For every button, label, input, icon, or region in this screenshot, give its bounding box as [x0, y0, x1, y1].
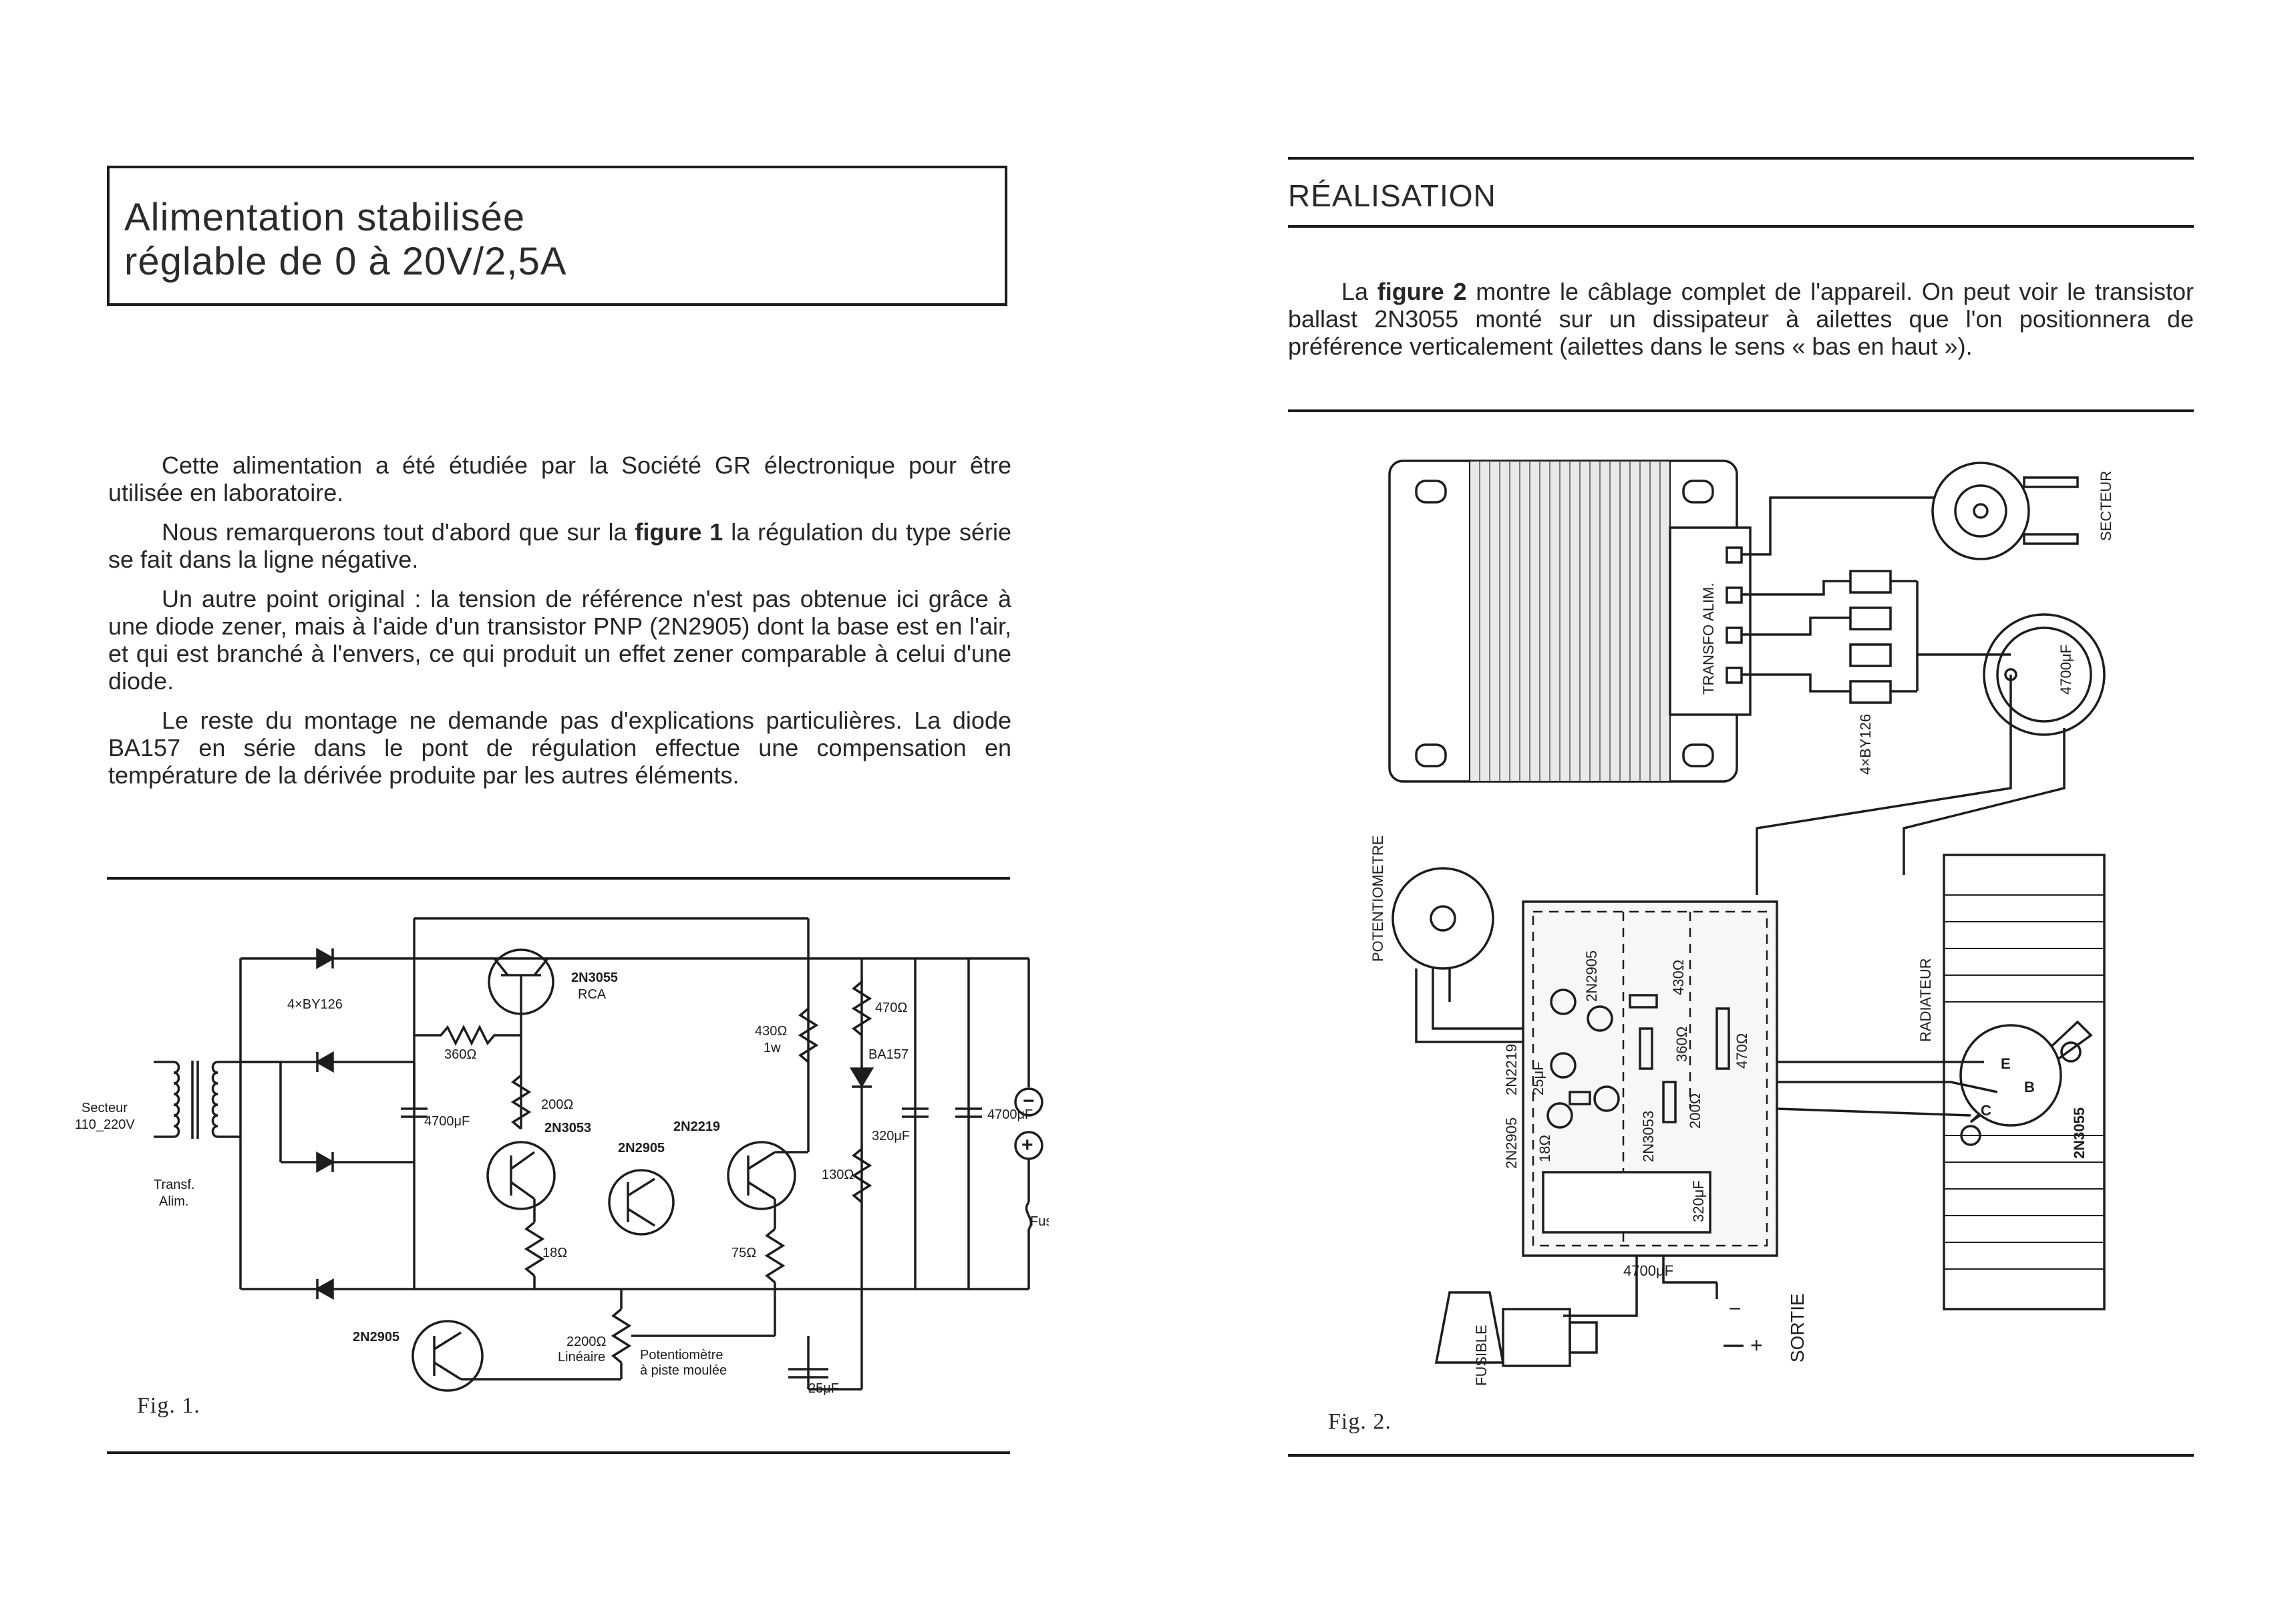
section-heading: RÉALISATION	[1288, 178, 1496, 213]
circuit-schematic: 4×BY126 Secteur 110_220V Transf. Alim. 2…	[75, 917, 1049, 1396]
terminal-minus: −	[1023, 1090, 1035, 1112]
paragraph-2: Nous remarquerons tout d'abord que sur l…	[108, 518, 1011, 573]
label-sortie: SORTIE	[1787, 1293, 1808, 1363]
paragraph-4: Le reste du montage ne demande pas d'exp…	[108, 707, 1011, 789]
label-pot-2: à piste moulée	[640, 1363, 727, 1378]
page-title-line-2: réglable de 0 à 20V/2,5A	[124, 240, 567, 283]
label-bridge-right: 4×BY126	[1857, 714, 1874, 775]
label-r18-right: 18Ω	[1536, 1135, 1553, 1162]
label-2n2219: 2N2219	[673, 1119, 720, 1134]
figure-1-reference: figure 1	[635, 518, 723, 546]
label-q1: 2N2905	[1583, 950, 1600, 1002]
label-r430: 430Ω	[755, 1024, 787, 1039]
label-transfo: TRANSFO ALIM.	[1700, 583, 1717, 695]
paragraph-3: Un autre point original : la tension de …	[108, 585, 1011, 695]
label-cap-right: 4700μF	[2058, 645, 2074, 695]
label-c4700-pcb: 4700μF	[1623, 1262, 1673, 1279]
label-secteur: Secteur	[81, 1101, 128, 1115]
label-r18: 18Ω	[542, 1246, 567, 1260]
label-2n2905: 2N2905	[618, 1141, 665, 1155]
label-q4: 2N3053	[1640, 1111, 1657, 1162]
divider-top-fig1	[107, 877, 1010, 880]
pin-c: C	[1981, 1102, 1991, 1119]
label-fusible: FUSIBLE	[1473, 1324, 1490, 1386]
label-r430-watt: 1w	[764, 1041, 781, 1055]
paragraph-1: Cette alimentation a été étudiée par la …	[108, 452, 1011, 506]
label-c25-right: 25μF	[1530, 1061, 1546, 1095]
label-lineaire: Linéaire	[558, 1350, 605, 1365]
label-rca: RCA	[578, 987, 607, 1002]
label-bridge: 4×BY126	[287, 997, 343, 1012]
label-r75: 75Ω	[731, 1246, 756, 1260]
label-2n2905-bottom: 2N2905	[353, 1330, 399, 1345]
label-2n3055: 2N3055	[571, 970, 618, 985]
output-plus: +	[1750, 1333, 1763, 1357]
title-box: Alimentation stabilisée réglable de 0 à …	[107, 166, 1007, 306]
label-q2: 2N2219	[1503, 1044, 1520, 1095]
divider-heading-bottom	[1288, 225, 2194, 228]
label-2n3053: 2N3053	[544, 1121, 591, 1135]
terminal-plus: +	[1021, 1134, 1033, 1156]
realisation-paragraph: La figure 2 montre le câblage complet de…	[1288, 278, 2194, 360]
divider-top-fig2	[1288, 409, 2194, 412]
divider-bottom-fig1	[107, 1451, 1010, 1454]
pin-b: B	[2024, 1079, 2035, 1095]
pin-e: E	[2001, 1055, 2011, 1072]
output-minus: −	[1729, 1296, 1742, 1320]
label-c25: 25μF	[808, 1381, 839, 1396]
divider-bottom-fig2	[1288, 1454, 2194, 1457]
label-r2200: 2200Ω	[566, 1334, 606, 1349]
label-alim: Alim.	[159, 1194, 188, 1209]
label-radiateur: RADIATEUR	[1917, 958, 1934, 1043]
label-r200: 200Ω	[541, 1097, 573, 1112]
label-voltage: 110_220V	[75, 1117, 135, 1132]
label-r470-right: 470Ω	[1734, 1033, 1750, 1069]
label-ba157: BA157	[868, 1047, 909, 1062]
label-c320: 320μF	[872, 1129, 910, 1143]
label-r430-right: 430Ω	[1670, 960, 1687, 995]
label-r200-right: 200Ω	[1687, 1093, 1703, 1129]
label-fuse: Fus.	[1030, 1214, 1049, 1229]
label-r360: 360Ω	[444, 1047, 476, 1062]
label-secteur-right: SECTEUR	[2098, 471, 2114, 541]
label-2n3055-right: 2N3055	[2071, 1107, 2088, 1159]
fig1-caption: Fig. 1.	[137, 1393, 200, 1418]
divider-heading-top	[1288, 157, 2194, 160]
label-q3: 2N2905	[1503, 1117, 1520, 1169]
label-c320-right: 320μF	[1690, 1180, 1707, 1222]
fig2-caption: Fig. 2.	[1328, 1409, 1391, 1434]
label-c4700b: 4700μF	[987, 1107, 1033, 1122]
figure-2-reference: figure 2	[1377, 278, 1467, 305]
label-r360-right: 360Ω	[1673, 1027, 1690, 1062]
label-c4700a: 4700μF	[424, 1114, 470, 1129]
label-transf: Transf.	[154, 1178, 195, 1192]
label-pot-1: Potentiomètre	[640, 1348, 723, 1363]
label-r130: 130Ω	[822, 1168, 854, 1182]
label-potentiometre: POTENTIOMETRE	[1369, 836, 1386, 962]
page-title-line-1: Alimentation stabilisée	[124, 196, 526, 239]
label-r470: 470Ω	[875, 1001, 907, 1015]
wiring-diagram: TRANSFO ALIM. SECTEUR 4×BY126 4700μF POT…	[1369, 460, 2114, 1386]
